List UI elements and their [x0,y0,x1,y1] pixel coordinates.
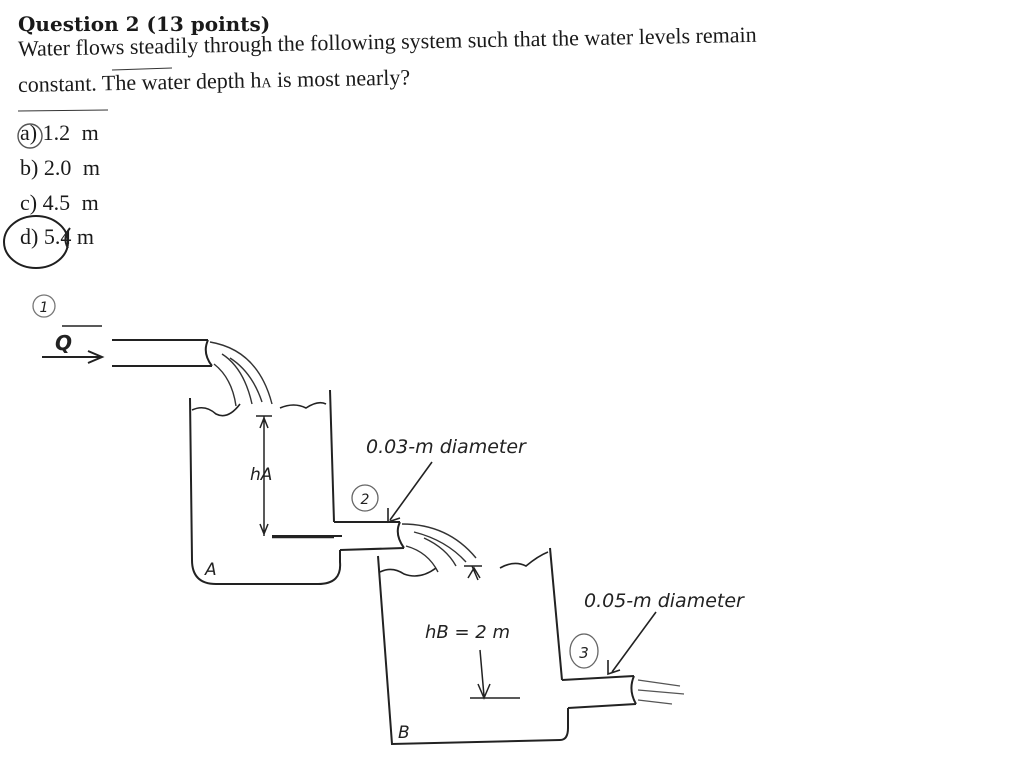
choice-value: 2.0 [43,155,72,180]
choice-letter: a) [20,120,38,145]
tank-a-water-surface [191,401,327,417]
point-1-marker [32,294,56,318]
h-b-dimension-top [464,565,482,581]
choice-letter: c) [20,190,38,215]
tank-b-label: B [398,723,410,743]
h-a-label: hA [250,465,272,485]
choice-letter: b) [20,155,39,180]
inlet-jet [209,341,273,407]
point-2-label: 2 [361,492,370,508]
choice-unit: m [82,155,100,180]
choice-c[interactable]: c) 4.5 m [20,190,99,216]
point-3-marker [569,633,599,669]
inlet-pipe [112,339,213,367]
choice-a-scribble [17,123,43,149]
point-1-label: 1 [40,300,49,316]
point-3-label: 3 [579,644,589,662]
choice-unit: m [81,190,99,215]
pipe-2-jet [401,523,477,573]
tank-a-wall [189,397,342,585]
h-b-dimension-bottom [470,649,520,700]
choice-unit: m [81,120,99,145]
choice-b[interactable]: b) 2.0 m [20,155,100,181]
choice-value: 4.5 [42,190,71,215]
pipe-3 [561,675,637,709]
h-b-label: hB = 2 m [425,622,510,643]
pipe-3-jet [637,679,685,705]
choice-unit: m [76,224,94,249]
question-title: Question 2 (13 points) [18,12,271,36]
tank-b-water-surface [379,551,549,577]
choice-value: 1.2 [42,120,71,145]
flow-label: Q [55,331,72,355]
choice-letter: d) [20,224,39,249]
flow-arrow [42,350,105,364]
answer-circle [3,215,69,269]
tank-b-wall [377,555,569,746]
pipe-3-diameter-label: 0.05-m diameter [584,590,745,612]
tank-a-label: A [204,560,217,580]
point-2-marker [351,484,379,512]
h-a-dimension [256,415,272,537]
choice-a[interactable]: a) 1.2 m [20,120,99,146]
pipe-2-diameter-label: 0.03-m diameter [366,436,527,458]
